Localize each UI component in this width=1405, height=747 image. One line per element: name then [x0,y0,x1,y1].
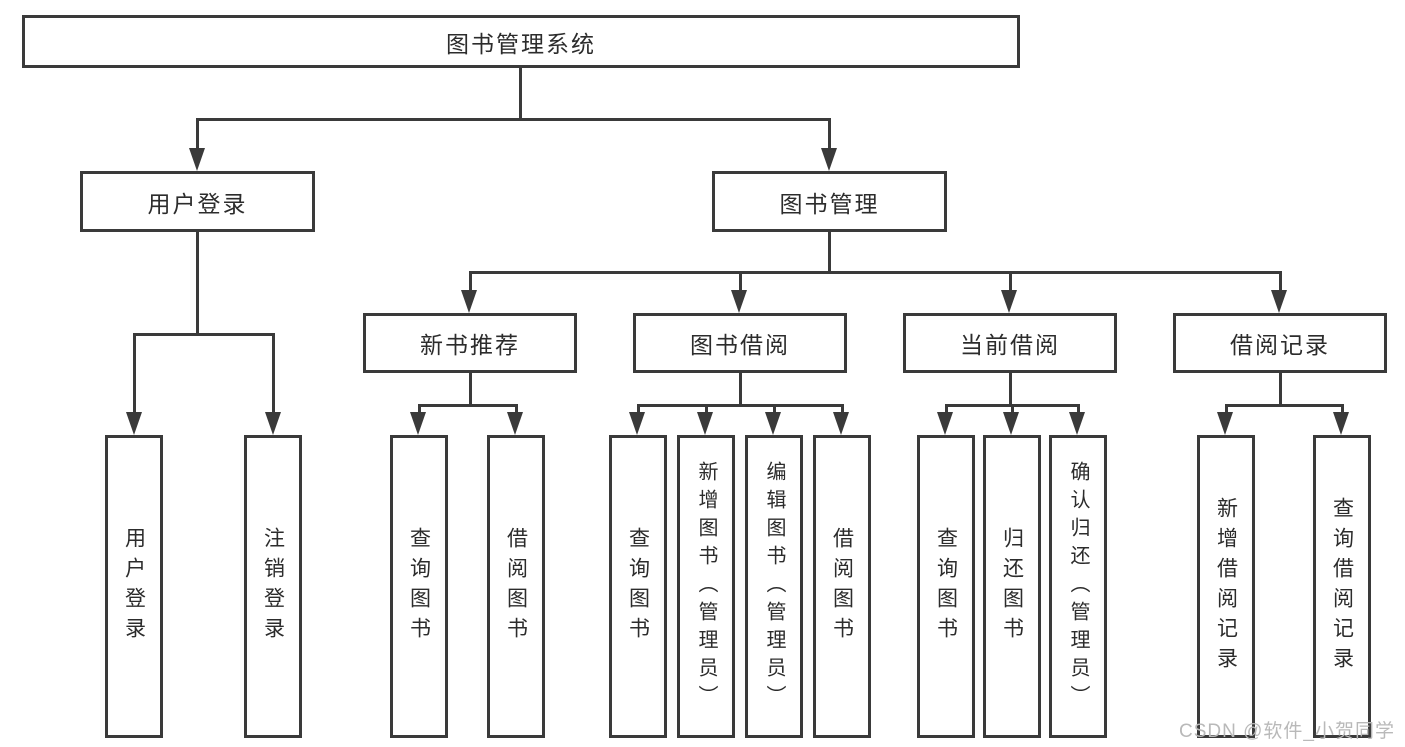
leaf-label: 新增借阅记录 [1214,496,1238,677]
connector-arrow [765,412,781,435]
connector-arrow [1069,412,1085,435]
connector-line [637,404,640,416]
node-label: 图书借阅 [690,332,790,358]
leaf-label: 归还图书 [1000,526,1024,647]
connector-line [519,68,522,121]
node-borrowing-records: 借阅记录 [1173,313,1387,373]
connector-line [469,373,472,407]
connector-arrow [629,412,645,435]
leaf-return-books: 归还图书 [983,435,1041,738]
connector-line [773,404,776,416]
connector-line [1009,271,1012,293]
connector-arrow [1217,412,1233,435]
connector-line [1225,404,1228,416]
connector-arrow [461,290,477,313]
connector-arrow [1003,412,1019,435]
node-label: 用户登录 [147,190,248,217]
connector-line [272,333,275,415]
connector-arrow [833,412,849,435]
connector-arrow [126,412,142,435]
csdn-watermark: CSDN @软件_小贺同学 [1179,721,1395,742]
connector-line [945,404,948,416]
leaf-label: 注销登录 [261,526,285,647]
connector-line [705,404,708,416]
connector-line [637,404,844,407]
connector-arrow [821,148,837,171]
connector-line [133,333,136,415]
connector-line [1341,404,1344,416]
leaf-query-books: 查询图书 [609,435,667,738]
connector-line [1279,373,1282,407]
connector-arrow [937,412,953,435]
leaf-label: 确认归还（管理员） [1067,460,1089,713]
connector-line [1009,373,1012,407]
connector-line [739,271,742,293]
leaf-label: 用户登录 [122,526,146,647]
leaf-query-borrow-record: 查询借阅记录 [1313,435,1371,738]
node-label: 当前借阅 [960,332,1060,358]
leaf-label: 查询借阅记录 [1330,496,1354,677]
node-label: 新书推荐 [420,332,520,358]
leaf-label: 查询图书 [626,526,650,647]
connector-line [828,118,831,152]
connector-line [1077,404,1080,416]
leaf-label: 新增图书（管理员） [695,460,717,713]
leaf-query-books: 查询图书 [917,435,975,738]
connector-arrow [731,290,747,313]
connector-line [196,232,199,336]
leaf-confirm-return-admin: 确认归还（管理员） [1049,435,1107,738]
leaf-add-borrow-record: 新增借阅记录 [1197,435,1255,738]
node-current-borrowing: 当前借阅 [903,313,1117,373]
connector-line [739,373,742,407]
connector-line [469,271,1282,274]
connector-arrow [1001,290,1017,313]
leaf-borrow-books: 借阅图书 [813,435,871,738]
leaf-label: 借阅图书 [830,526,854,647]
connector-arrow [697,412,713,435]
connector-line [1279,271,1282,293]
connector-line [515,404,518,416]
connector-arrow [1271,290,1287,313]
connector-arrow [507,412,523,435]
leaf-query-books: 查询图书 [390,435,448,738]
node-label: 图书管理 [779,190,880,217]
node-book-borrowing: 图书借阅 [633,313,847,373]
connector-line [841,404,844,416]
node-user-login: 用户登录 [80,171,315,232]
node-label: 图书管理系统 [446,30,596,57]
node-book-management: 图书管理 [712,171,947,232]
leaf-user-login: 用户登录 [105,435,163,738]
connector-line [828,232,831,274]
connector-line [469,271,472,293]
leaf-logout: 注销登录 [244,435,302,738]
node-new-book-recommendation: 新书推荐 [363,313,577,373]
connector-line [1225,404,1344,407]
node-library-management-system: 图书管理系统 [22,15,1020,68]
connector-line [418,404,421,416]
node-label: 借阅记录 [1230,332,1330,358]
leaf-label: 编辑图书（管理员） [763,460,785,713]
connector-arrow [1333,412,1349,435]
leaf-label: 查询图书 [407,526,431,647]
leaf-edit-books-admin: 编辑图书（管理员） [745,435,803,738]
leaf-add-books-admin: 新增图书（管理员） [677,435,735,738]
connector-line [196,118,831,121]
leaf-label: 借阅图书 [504,526,528,647]
leaf-label: 查询图书 [934,526,958,647]
connector-line [1011,404,1014,416]
connector-arrow [189,148,205,171]
connector-line [133,333,275,336]
connector-line [418,404,518,407]
connector-arrow [265,412,281,435]
connector-line [196,118,199,152]
leaf-borrow-books: 借阅图书 [487,435,545,738]
connector-arrow [410,412,426,435]
